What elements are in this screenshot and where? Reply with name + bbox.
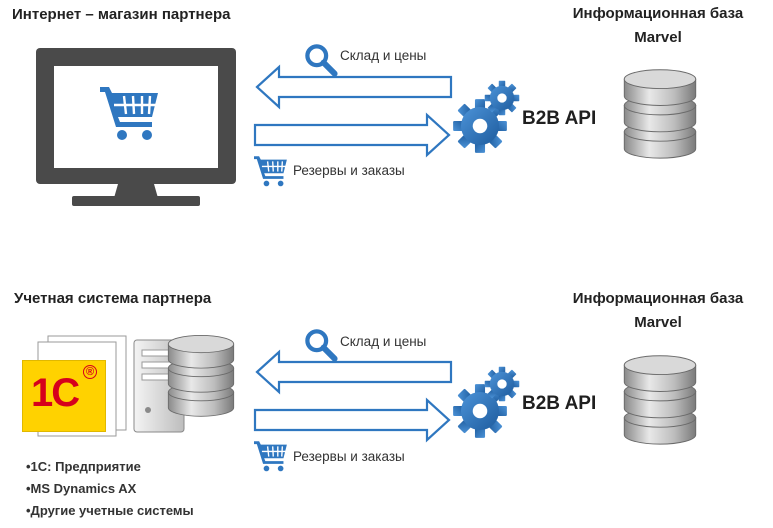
logo-1c-text: 1С (31, 371, 80, 415)
arrow-left-bottom (255, 349, 453, 395)
logo-1c-registered-mark: ® (83, 365, 97, 379)
search-icon (304, 43, 338, 77)
bottom-flow-out-label: Склад и цены (340, 334, 427, 349)
shopping-cart-icon (100, 85, 160, 141)
bottom-right-title-line1: Информационная база (572, 290, 744, 307)
bottom-flow-in-label: Резервы и заказы (293, 449, 405, 464)
top-left-title: Интернет – магазин партнера (12, 6, 231, 23)
shopping-cart-icon (254, 155, 288, 187)
gears-icon (484, 80, 520, 116)
arrow-right-bottom (253, 397, 451, 443)
systems-list-item: •MS Dynamics AX (26, 481, 137, 496)
top-api-label: B2B API (522, 108, 597, 129)
bottom-right-title-line2: Marvel (634, 314, 682, 331)
database-icon (622, 352, 698, 446)
systems-list-item: •Другие учетные системы (26, 503, 194, 518)
arrow-right-top (253, 112, 451, 158)
gears-icon (484, 366, 520, 402)
database-icon (622, 66, 698, 160)
bottom-left-title: Учетная система партнера (14, 290, 212, 307)
top-right-title: Информационная база Marvel (538, 2, 773, 50)
top-right-title-line2: Marvel (634, 29, 682, 46)
systems-list-item: •1С: Предприятие (26, 459, 141, 474)
shopping-cart-icon (254, 440, 288, 472)
systems-list: •1С: Предприятие •MS Dynamics AX •Другие… (26, 456, 194, 522)
arrow-left-top (255, 64, 453, 110)
bottom-api-label: B2B API (522, 393, 597, 414)
top-flow-in-label: Резервы и заказы (293, 163, 405, 178)
top-right-title-line1: Информационная база (572, 5, 744, 22)
bottom-right-title: Информационная база Marvel (538, 287, 773, 335)
database-icon (166, 332, 236, 418)
top-flow-out-label: Склад и цены (340, 48, 427, 63)
logo-1c: 1С ® (22, 360, 106, 432)
search-icon (304, 328, 338, 362)
